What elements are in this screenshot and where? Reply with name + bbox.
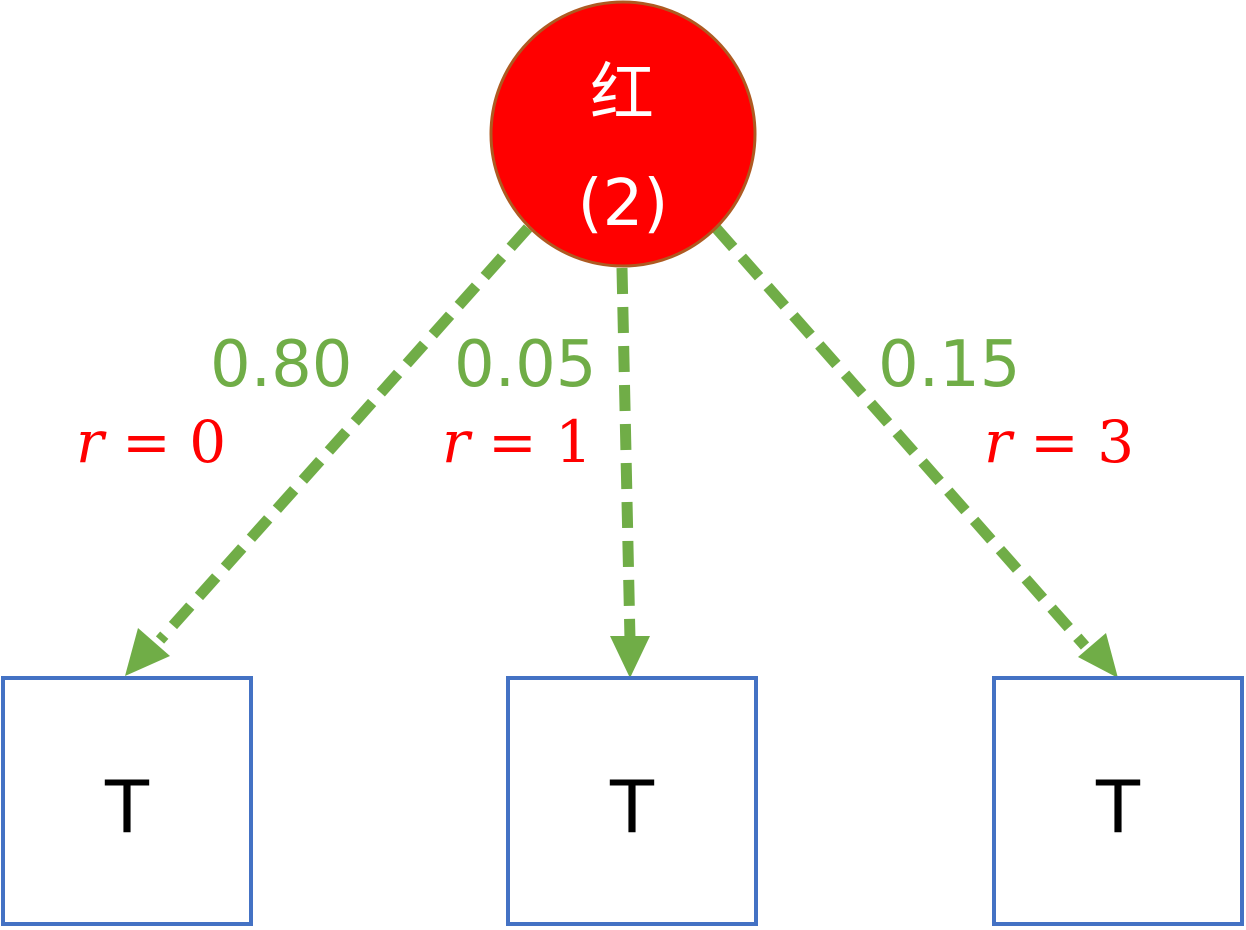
edge-right-reward-var: r	[984, 408, 1015, 476]
edge-right-arrowhead	[1078, 633, 1118, 678]
edge-left	[125, 224, 533, 676]
edge-middle	[610, 267, 650, 678]
edge-left-line	[155, 224, 533, 644]
terminal-node-left: T	[1, 676, 253, 926]
edge-left-reward: r = 0	[76, 408, 226, 476]
terminal-box-left	[1, 676, 253, 926]
edge-right-reward-eq: = 3	[1012, 408, 1134, 476]
edge-left-probability: 0.80	[210, 328, 353, 402]
root-label-line1: 红	[590, 57, 654, 131]
edge-middle-reward: r = 1	[442, 408, 592, 476]
edge-left-reward-var: r	[76, 408, 107, 476]
terminal-label-middle: T	[609, 765, 655, 849]
root-label-line2: (2)	[578, 167, 669, 241]
terminal-box-right	[992, 676, 1244, 926]
terminal-box-middle	[506, 676, 758, 926]
edge-middle-probability: 0.05	[454, 328, 597, 402]
edge-right-line	[711, 224, 1090, 650]
edge-right-probability: 0.15	[878, 328, 1021, 402]
terminal-node-right: T	[992, 676, 1244, 926]
terminal-label-right: T	[1095, 765, 1141, 849]
terminal-node-middle: T	[506, 676, 758, 926]
terminal-label-left: T	[104, 765, 150, 849]
edge-middle-reward-var: r	[442, 408, 473, 476]
root-node: 红 (2)	[489, 0, 757, 268]
edge-left-arrowhead	[125, 628, 170, 676]
root-circle	[489, 0, 757, 268]
edge-middle-arrowhead	[610, 636, 650, 678]
edge-right-reward: r = 3	[984, 408, 1134, 476]
edge-middle-reward-eq: = 1	[470, 408, 592, 476]
edge-left-reward-eq: = 0	[104, 408, 226, 476]
edge-right	[711, 224, 1118, 678]
edge-middle-line	[616, 267, 636, 641]
